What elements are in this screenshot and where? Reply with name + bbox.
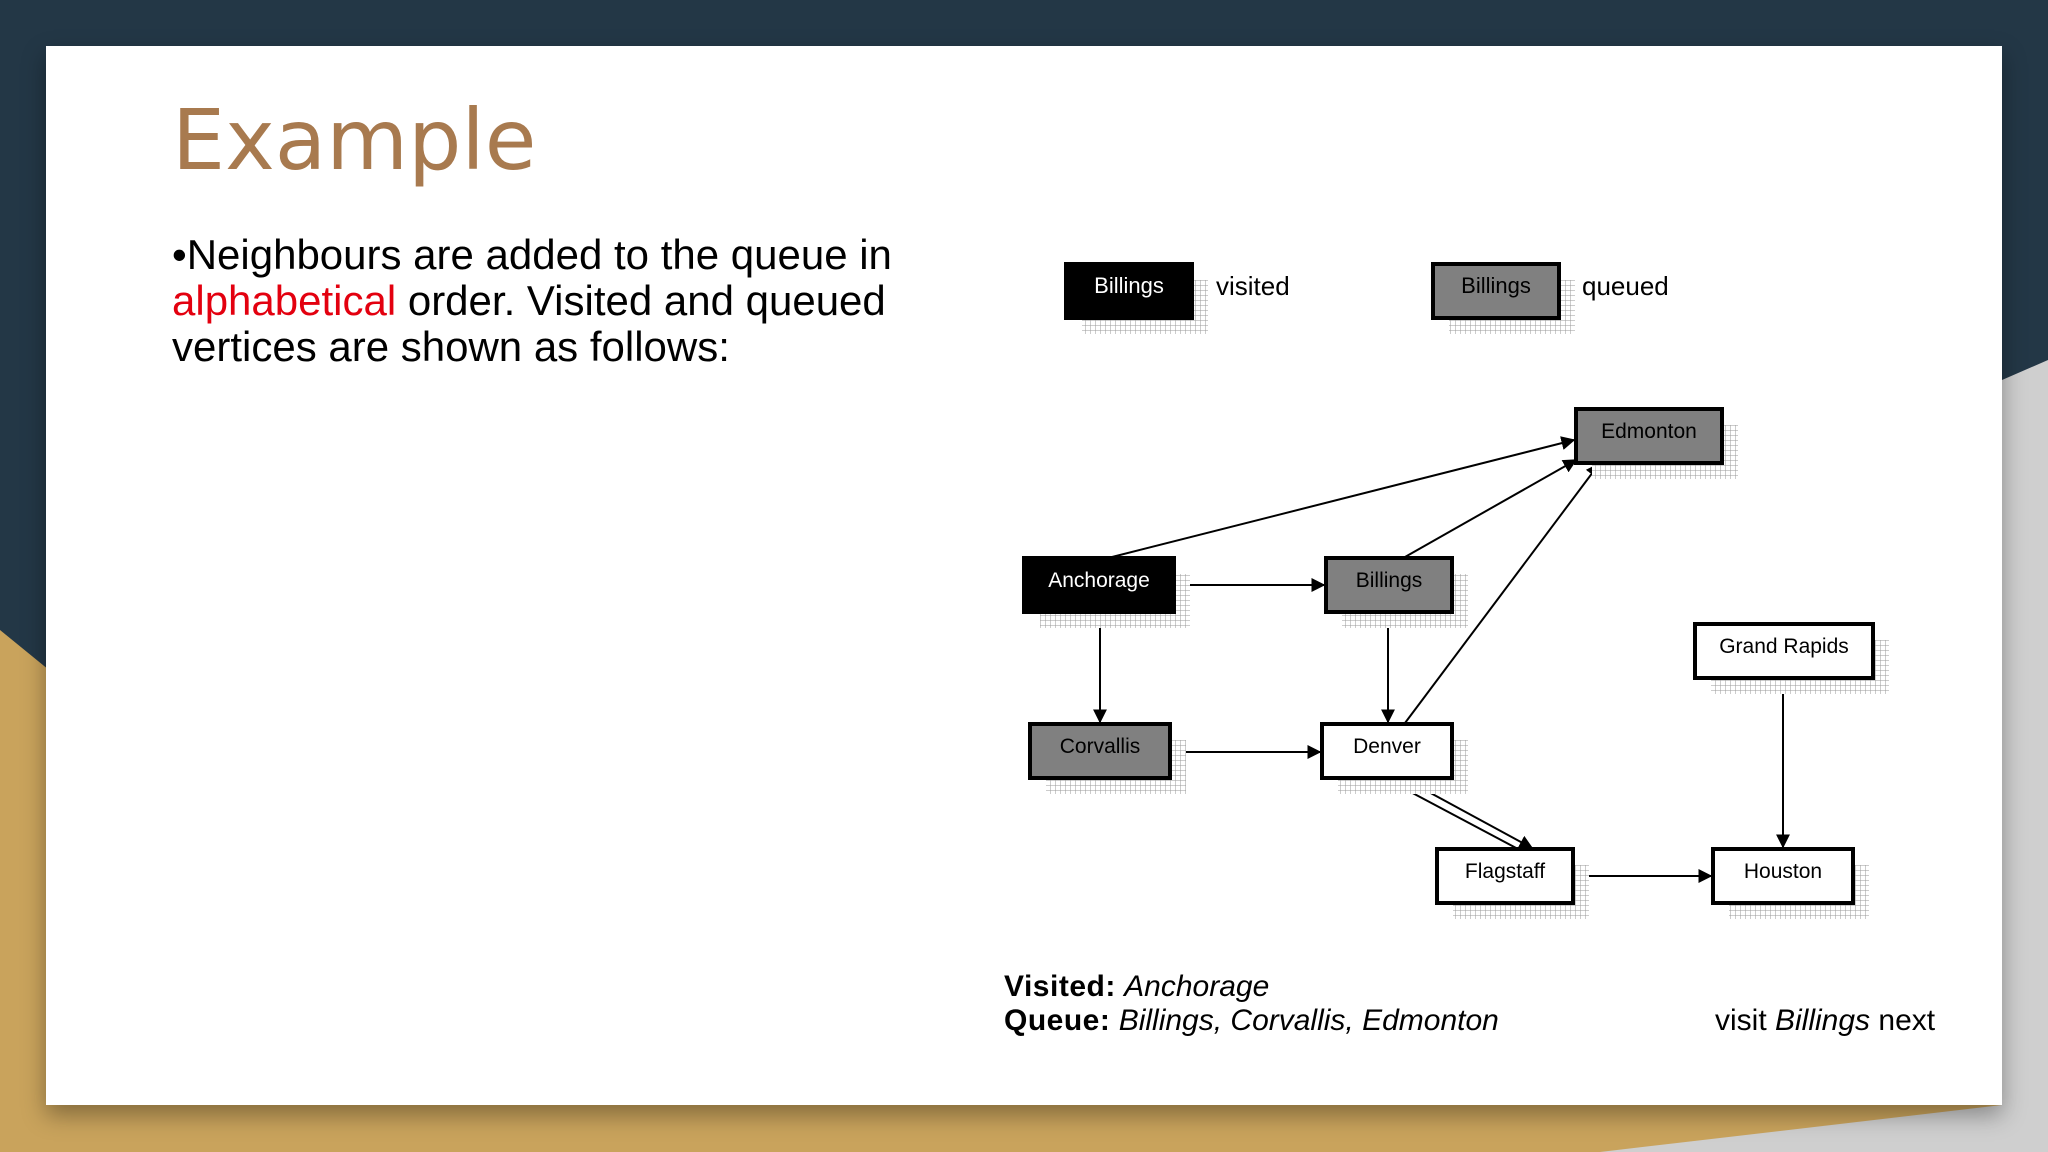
visited-status-value: Anchorage	[1124, 970, 1270, 1003]
legend-visited-caption: visited	[1216, 271, 1290, 301]
node-grand-rapids-label: Grand Rapids	[1719, 635, 1849, 658]
node-edmonton-box	[1574, 407, 1724, 465]
slide-title: Example	[172, 91, 537, 189]
node-houston: Houston	[1711, 847, 1869, 919]
node-anchorage: Anchorage	[1022, 556, 1190, 628]
node-billings-box	[1324, 556, 1454, 614]
next-step-vertex: Billings	[1775, 1004, 1871, 1037]
legend-queued-swatch-label: Billings	[1461, 273, 1531, 298]
bullet-text-part1: •Neighbours are added to the queue in	[172, 231, 892, 278]
node-billings-label: Billings	[1356, 569, 1423, 592]
node-houston-label: Houston	[1744, 860, 1822, 883]
next-step-prefix: visit	[1715, 1004, 1775, 1037]
node-edmonton-label: Edmonton	[1601, 420, 1697, 443]
bullet-text-part2: order. Visited and queued vertices are s…	[172, 277, 886, 370]
node-corvallis-box	[1028, 722, 1172, 780]
legend-queued-caption: queued	[1582, 271, 1669, 301]
queue-status-line: Queue: Billings, Corvallis, Edmonton	[1004, 1004, 1499, 1038]
node-denver-box	[1320, 722, 1454, 780]
node-flagstaff-box	[1435, 847, 1575, 905]
edge-billings-edmonton	[1404, 459, 1578, 558]
node-edmonton: Edmonton	[1574, 407, 1738, 479]
legend-visited-swatch-box	[1064, 262, 1194, 320]
queue-status-value: Billings, Corvallis, Edmonton	[1118, 1004, 1499, 1037]
node-billings: Billings	[1324, 556, 1468, 628]
node-corvallis: Corvallis	[1028, 722, 1186, 794]
node-anchorage-label: Anchorage	[1048, 569, 1150, 592]
legend-visited-swatch-label: Billings	[1094, 273, 1164, 298]
bullet-text: •Neighbours are added to the queue in al…	[172, 232, 892, 370]
node-denver-label: Denver	[1353, 735, 1421, 758]
node-flagstaff: Flagstaff	[1435, 847, 1589, 919]
node-houston-box	[1711, 847, 1855, 905]
legend-queued-swatch-box	[1431, 262, 1561, 320]
visited-status-line: Visited: Anchorage	[1004, 970, 1269, 1004]
next-step-note: visit Billings next	[1715, 1004, 1935, 1038]
node-grand-rapids: Grand Rapids	[1693, 622, 1889, 694]
edge-denver-edmonton	[1404, 462, 1600, 724]
next-step-suffix: next	[1870, 1004, 1936, 1037]
queue-status-label: Queue:	[1004, 1004, 1111, 1037]
node-flagstaff-label: Flagstaff	[1465, 860, 1545, 883]
bullet-highlight: alphabetical	[172, 277, 397, 324]
node-denver: Denver	[1320, 722, 1468, 794]
legend-queued-swatch: Billings	[1431, 262, 1575, 334]
node-grand-rapids-box	[1693, 622, 1875, 680]
legend-visited-swatch: Billings	[1064, 262, 1208, 334]
visited-status-label: Visited:	[1004, 970, 1116, 1003]
node-anchorage-box	[1022, 556, 1176, 614]
edge-anchorage-edmonton	[1111, 436, 1576, 558]
node-corvallis-label: Corvallis	[1060, 735, 1141, 758]
